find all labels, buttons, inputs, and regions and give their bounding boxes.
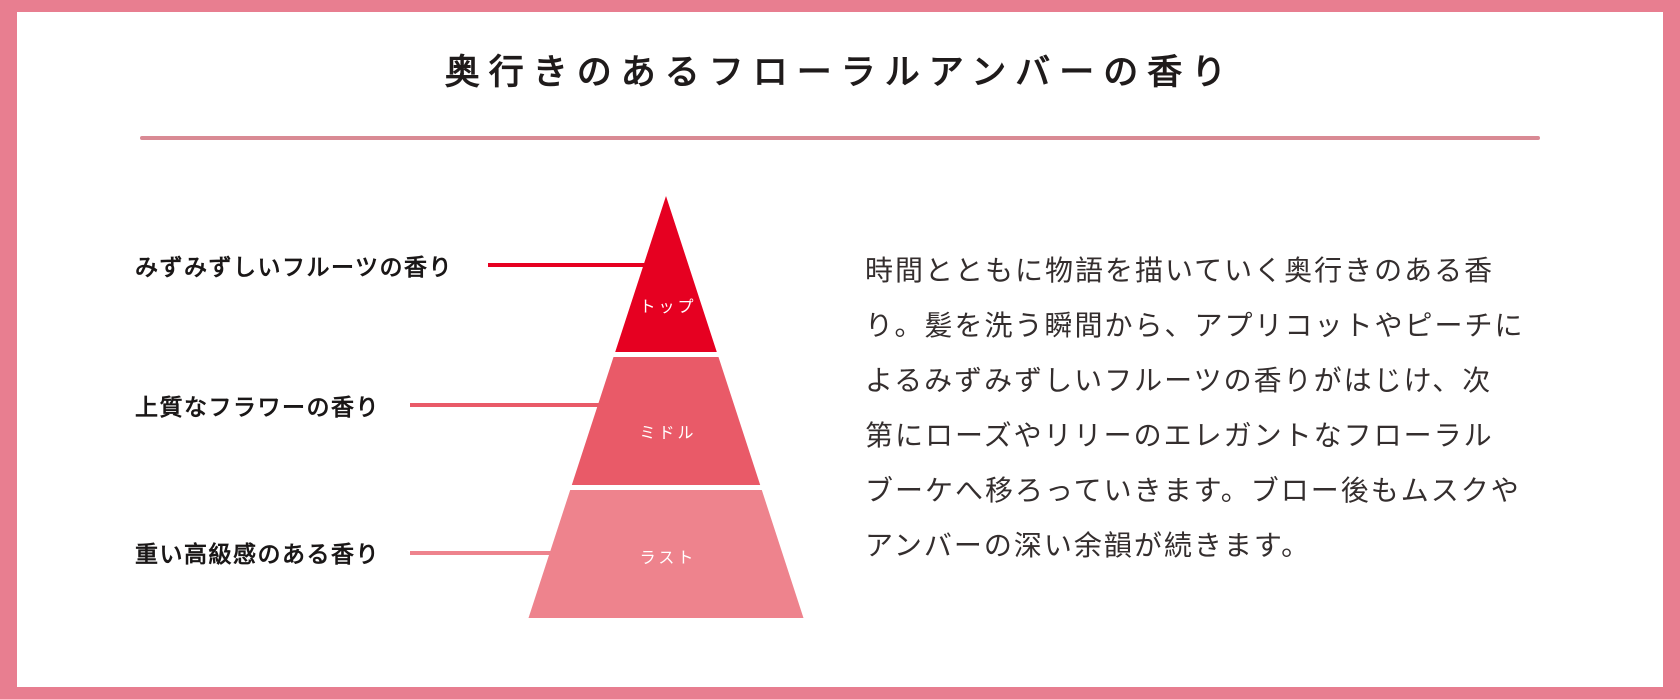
note-label-top: みずみずしいフルーツの香り — [135, 254, 454, 280]
section-title: 奥行きのあるフローラルアンバーの香り — [444, 53, 1236, 92]
pyramid-segment-middle — [571, 357, 761, 485]
pyramid-level-name-top: トップ — [639, 298, 696, 316]
pyramid-segment-last — [528, 490, 804, 618]
title-divider — [140, 136, 1540, 140]
description-line: ブーケへ移ろっていきます。ブロー後もムスクや — [865, 475, 1521, 506]
description-line: よるみずみずしいフルーツの香りがはじけ、次 — [865, 365, 1493, 396]
note-label-middle: 上質なフラワーの香り — [135, 394, 380, 420]
description-line: 第にローズやリリーのエレガントなフローラル — [865, 420, 1494, 451]
pyramid-segment-top — [615, 196, 717, 352]
description-line: アンバーの深い余韻が続きます。 — [865, 530, 1312, 561]
pyramid-level-name-middle: ミドル — [639, 425, 696, 442]
pyramid-level-name-last: ラスト — [640, 550, 697, 567]
description-text: 時間とともに物語を描いていく奥行きのある香 り。髪を洗う瞬間から、アプリコットや… — [865, 243, 1565, 573]
scent-pyramid-diagram: トップ ミドル ラスト — [410, 196, 804, 618]
description-line: 時間とともに物語を描いていく奥行きのある香 — [865, 255, 1495, 286]
description-line: り。髪を洗う瞬間から、アプリコットやピーチに — [865, 310, 1525, 341]
note-label-last: 重い高級感のある香り — [135, 541, 380, 567]
